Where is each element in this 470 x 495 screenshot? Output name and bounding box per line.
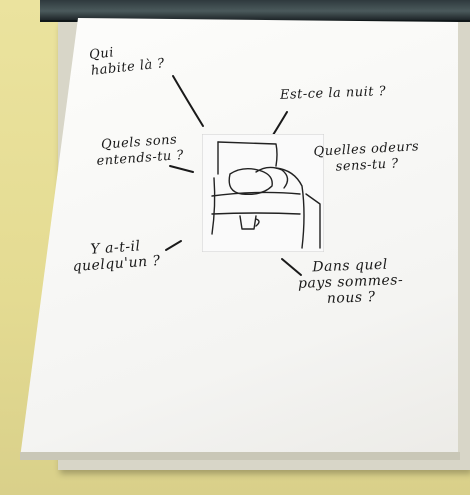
question-quelqu-un: Y a-t-il quelqu'un ?	[72, 238, 162, 276]
paper-edge	[20, 452, 460, 460]
question-odeurs: Quelles odeurs sens-tu ?	[313, 139, 420, 175]
line-qui-habite	[172, 75, 204, 127]
line-sons	[169, 165, 194, 173]
question-pays: Dans quel pays sommes- nous ?	[297, 256, 404, 307]
line-quelqu-un	[165, 240, 182, 251]
sofa-sketch	[201, 133, 325, 253]
question-sons: Quels sons entends-tu ?	[96, 132, 185, 170]
line-nuit	[272, 111, 288, 136]
line-pays	[281, 258, 302, 276]
